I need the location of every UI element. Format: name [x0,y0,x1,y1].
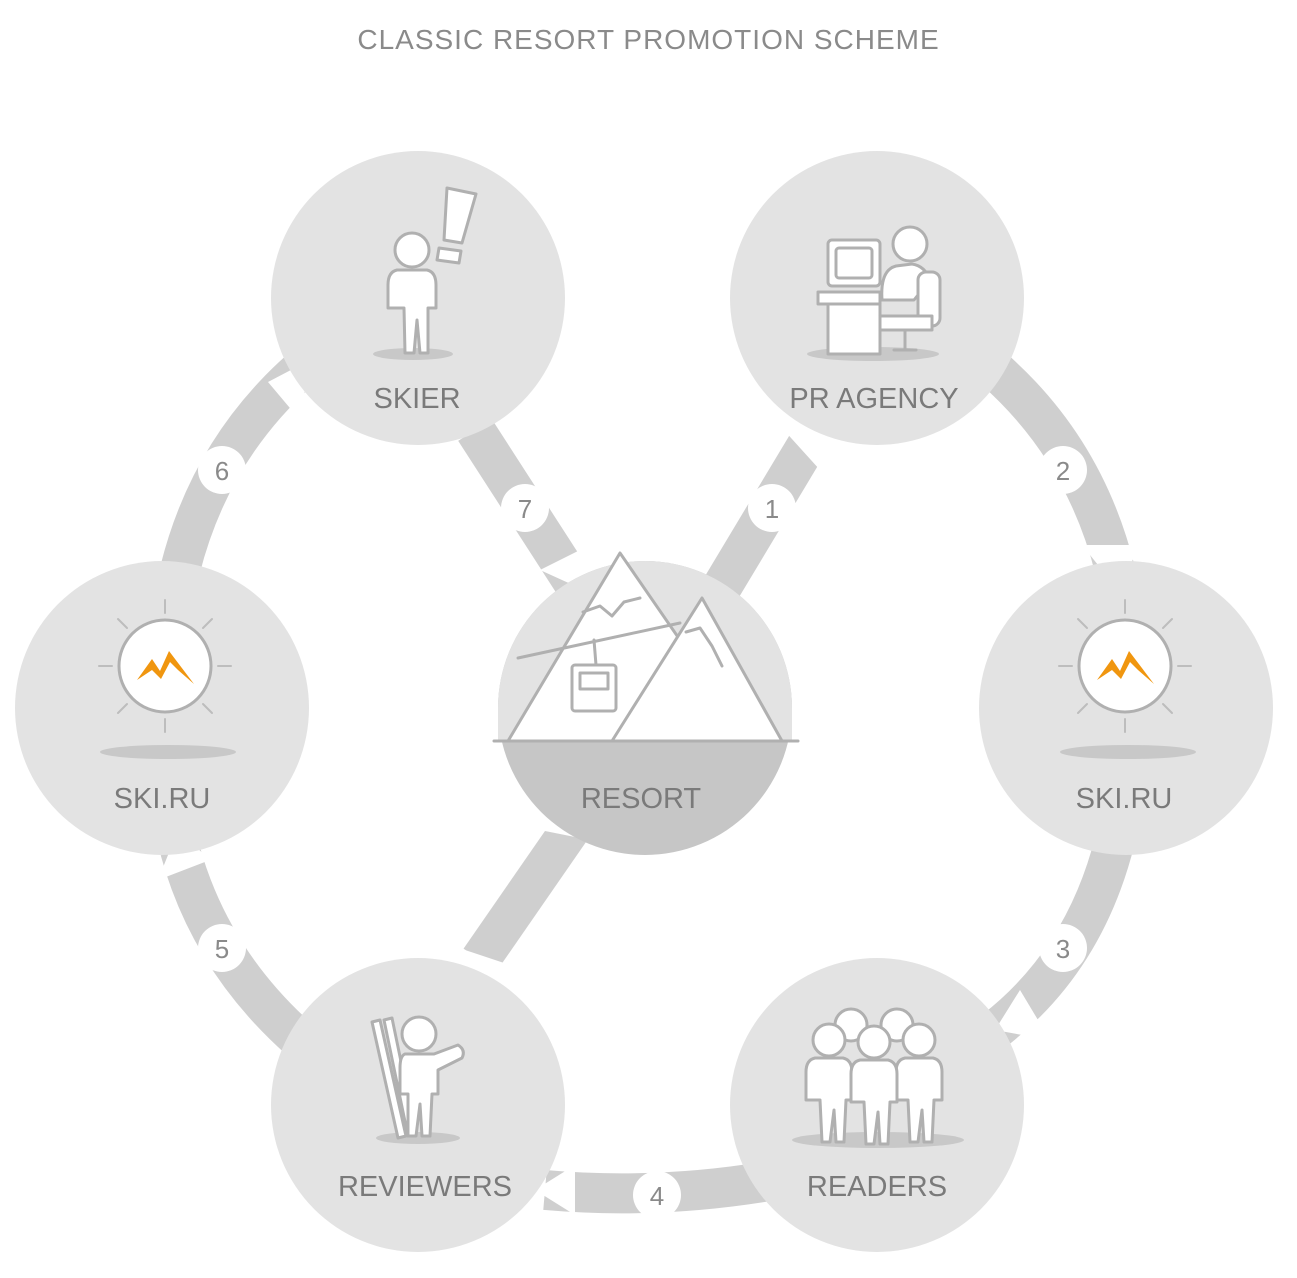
node-label-resort: RESORT [581,783,702,815]
mountain-cable-car-icon [492,551,800,743]
step-number-1: 1 [765,494,779,524]
readers-crowd-icon [804,1007,944,1146]
step-number-5: 5 [215,934,229,964]
ski-ru-logo-icon-left [98,599,232,733]
node-label-ski-ru-right: SKI.RU [1076,783,1173,815]
node-label-ski-ru-left: SKI.RU [114,783,211,815]
node-label-pr-agency: PR AGENCY [789,383,958,415]
node-label-readers: READERS [807,1171,947,1203]
step-number-3: 3 [1056,934,1070,964]
skier-person-icon [386,186,478,355]
step-number-7: 7 [518,494,532,524]
exclamation-icon [442,186,478,245]
node-resort: RESORT [492,551,800,855]
arrowhead-4 [535,1165,575,1215]
node-pr-agency: PR AGENCY [730,151,1024,445]
step-number-2: 2 [1056,456,1070,486]
step-number-6: 6 [215,456,229,486]
connector-reviewers-resort [463,818,587,972]
node-label-reviewers: REVIEWERS [338,1171,512,1203]
node-reviewers: REVIEWERS [271,958,565,1252]
node-label-skier: SKIER [373,383,460,415]
reviewer-with-skis-icon [370,1015,465,1140]
arrowhead-5 [158,830,210,880]
node-readers: READERS [730,958,1024,1252]
ski-ru-logo-icon-right [1058,599,1192,733]
step-number-4: 4 [650,1181,664,1211]
diagram-title: CLASSIC RESORT PROMOTION SCHEME [357,24,940,55]
node-ski-ru-left: SKI.RU [15,561,309,855]
pr-agent-at-computer-icon [816,225,942,356]
node-ski-ru-right: SKI.RU [979,561,1273,855]
arrowhead-1 [782,428,844,470]
node-skier: SKIER [271,151,565,445]
step-badges: 1 2 3 4 5 6 7 [198,446,1087,1219]
arrowhead-3 [995,990,1050,1040]
